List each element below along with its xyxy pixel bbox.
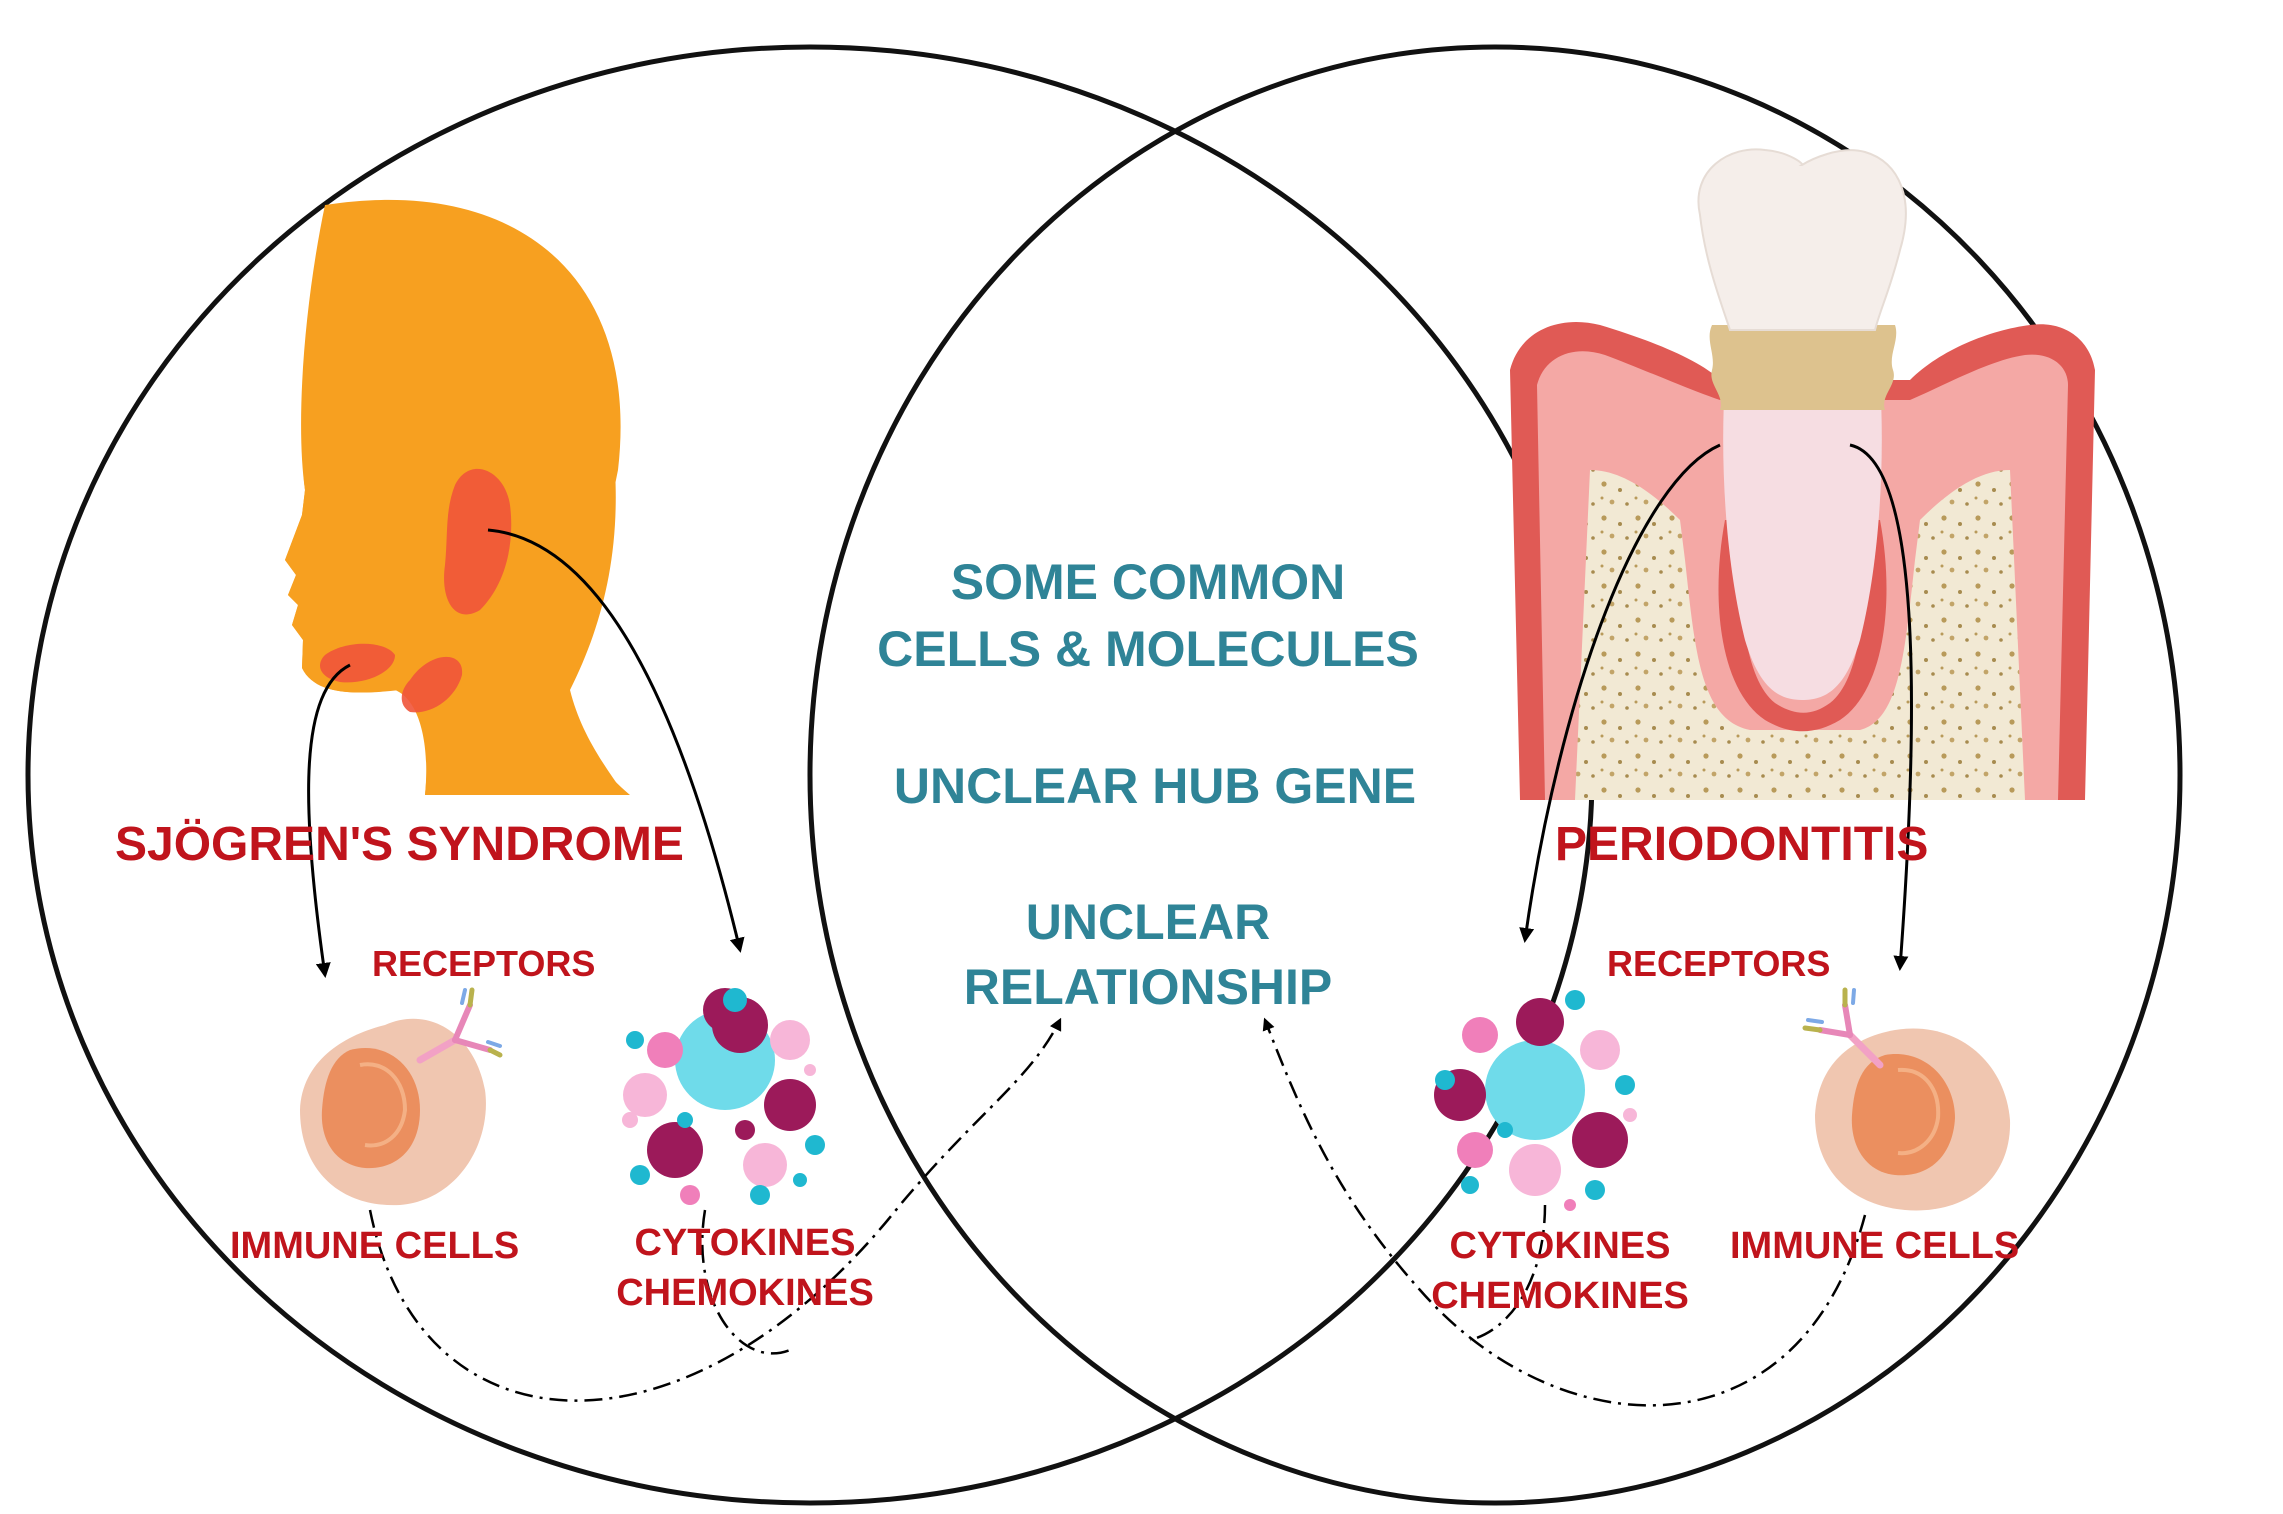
- cytokine-cluster-icon: [622, 988, 825, 1205]
- parotid-gland: [444, 468, 512, 615]
- center-line-cells-molecules: CELLS & MOLECULES: [877, 621, 1419, 677]
- left-chemokines-label: CHEMOKINES: [616, 1272, 874, 1314]
- immune-cell-icon: [300, 1018, 486, 1206]
- sjogren-syndrome-title: SJÖGREN'S SYNDROME: [115, 818, 684, 871]
- left-receptors-label: RECEPTORS: [372, 943, 596, 984]
- calculus: [1709, 325, 1897, 410]
- cytokine-cluster-icon: [1434, 990, 1637, 1211]
- dash-dot-connectors: [368, 1017, 1867, 1407]
- tooth-periodontitis-icon: [1510, 148, 2095, 800]
- arrows: [307, 443, 1913, 978]
- center-line-hub-gene: UNCLEAR HUB GENE: [893, 758, 1417, 814]
- left-cytokines-label: CYTOKINES: [634, 1222, 856, 1264]
- submandibular-gland: [401, 656, 463, 713]
- center-line-relationship: RELATIONSHIP: [963, 959, 1333, 1015]
- right-immune-cells-label: IMMUNE CELLS: [1730, 1225, 2020, 1267]
- tooth-crown: [1697, 148, 1907, 331]
- right-chemokines-label: CHEMOKINES: [1431, 1275, 1689, 1317]
- antibody-receptor-icon: [416, 987, 503, 1064]
- antibody-receptor-icon: [1802, 987, 1884, 1069]
- right-cytokines-label: CYTOKINES: [1449, 1225, 1671, 1267]
- periodontitis-title: PERIODONTITIS: [1555, 818, 1929, 871]
- right-circle: [807, 44, 2183, 1506]
- immune-cell-icon: [1815, 1028, 2011, 1211]
- tooth-root: [1723, 380, 1882, 700]
- center-line-some-common: SOME COMMON: [950, 554, 1346, 610]
- left-immune-cells-label: IMMUNE CELLS: [230, 1225, 520, 1267]
- center-line-unclear: UNCLEAR: [1025, 894, 1271, 950]
- head-silhouette-icon: [285, 199, 630, 795]
- right-receptors-label: RECEPTORS: [1607, 943, 1831, 984]
